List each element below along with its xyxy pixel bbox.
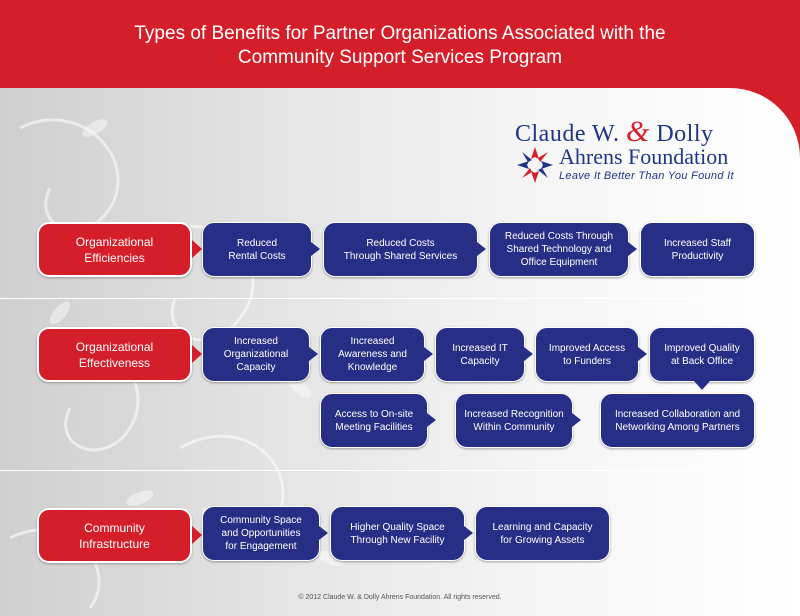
benefit-arrow [464, 526, 473, 540]
logo-tagline: Leave It Better Than You Found It [559, 170, 734, 182]
benefit-box: Reduced Costs Through Shared Technology … [489, 222, 629, 277]
benefit-box: Increased Awareness and Knowledge [320, 327, 425, 382]
title-line-2: Community Support Services Program [237, 47, 563, 68]
category-arrow [192, 526, 202, 544]
benefit-arrow [311, 242, 320, 256]
benefit-label: Increased IT Capacity [452, 342, 508, 367]
benefit-box: Increased IT Capacity [435, 327, 525, 382]
benefit-label: Increased Collaboration and Networking A… [614, 408, 741, 433]
benefit-box: Access to On-site Meeting Facilities [320, 393, 428, 448]
benefit-label: Reduced Costs Through Shared Technology … [504, 231, 614, 268]
category-organizational-efficiencies: Organizational Efficiencies [37, 222, 192, 277]
benefit-arrow [427, 413, 436, 427]
category-community-infrastructure: Community Infrastructure [37, 508, 192, 563]
page-title: Types of Benefits for Partner Organizati… [0, 22, 800, 70]
benefit-arrow [524, 347, 533, 361]
header-band: Types of Benefits for Partner Organizati… [0, 0, 800, 92]
benefit-arrow [638, 347, 647, 361]
benefit-label: Community Space and Opportunities for En… [220, 515, 302, 552]
benefit-label: Increased Recognition Within Community [464, 408, 564, 433]
benefit-arrow [319, 526, 328, 540]
benefit-label: Reduced Costs Through Shared Services [343, 237, 458, 262]
benefit-box: Learning and Capacity for Growing Assets [475, 506, 610, 561]
benefit-label: Higher Quality Space Through New Facilit… [350, 521, 445, 546]
benefit-box: Community Space and Opportunities for En… [202, 506, 320, 561]
logo-name-part2: Dolly [656, 121, 714, 147]
benefit-box: Increased Organizational Capacity [202, 327, 310, 382]
benefit-box: Increased Recognition Within Community [455, 393, 573, 448]
category-arrow [192, 240, 202, 258]
benefit-box: Increased Collaboration and Networking A… [600, 393, 755, 448]
logo-name-line1: Claude W. & Dolly [515, 115, 714, 149]
logo-ampersand: & [626, 115, 650, 148]
row-divider [0, 298, 800, 299]
row-divider [0, 470, 800, 471]
benefit-label: Reduced Rental Costs [228, 237, 286, 262]
benefit-label: Increased Awareness and Knowledge [338, 336, 407, 373]
copyright-footer: © 2012 Claude W. & Dolly Ahrens Foundati… [298, 594, 502, 601]
benefit-label: Learning and Capacity for Growing Assets [492, 521, 593, 546]
benefit-arrow [424, 347, 433, 361]
logo-name-line2: Ahrens Foundation [559, 144, 729, 169]
category-label: Community Infrastructure [79, 520, 150, 551]
benefit-box: Improved Quality at Back Office [649, 327, 755, 382]
category-label: Organizational Effectiveness [75, 339, 154, 370]
benefit-box: Reduced Costs Through Shared Services [323, 222, 478, 277]
benefit-box: Higher Quality Space Through New Facilit… [330, 506, 465, 561]
category-organizational-effectiveness: Organizational Effectiveness [37, 327, 192, 382]
benefit-arrow-down [694, 381, 710, 390]
benefit-box: Improved Access to Funders [535, 327, 639, 382]
foundation-logo: Claude W. & Dolly Ahrens Foundation Leav… [515, 115, 785, 190]
benefit-label: Increased Staff Productivity [663, 237, 732, 262]
benefit-label: Access to On-site Meeting Facilities [334, 408, 414, 433]
benefit-label: Improved Access to Funders [548, 342, 626, 367]
title-line-1: Types of Benefits for Partner Organizati… [134, 23, 666, 44]
benefit-arrow [477, 242, 486, 256]
benefit-arrow [309, 347, 318, 361]
category-arrow [192, 345, 202, 363]
benefit-box: Increased Staff Productivity [640, 222, 755, 277]
benefit-arrow [628, 242, 637, 256]
benefit-box: Reduced Rental Costs [202, 222, 312, 277]
benefit-arrow [572, 413, 581, 427]
benefit-label: Improved Quality at Back Office [664, 342, 740, 367]
logo-star-icon [517, 147, 553, 183]
category-label: Organizational Efficiencies [75, 234, 154, 265]
benefit-label: Increased Organizational Capacity [223, 336, 289, 373]
logo-name-part1: Claude W. [515, 121, 620, 147]
